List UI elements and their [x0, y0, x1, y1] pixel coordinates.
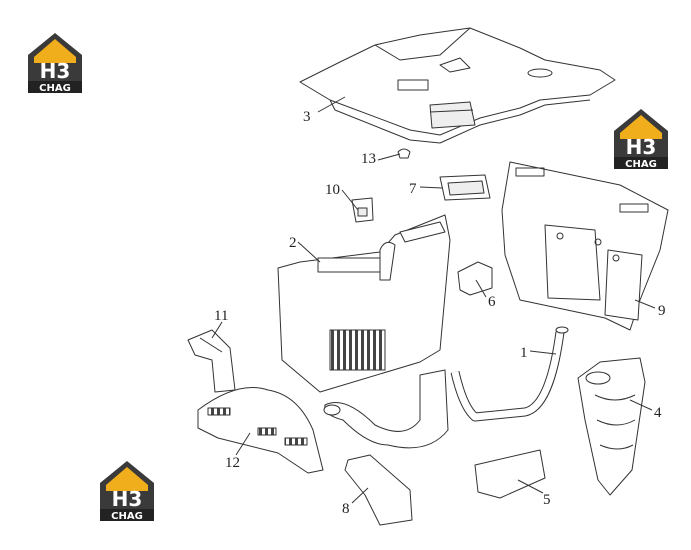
- callout-10: 10: [325, 182, 340, 198]
- brand-logo-right: H3 CHAG: [614, 109, 668, 170]
- callout-3: 3: [303, 109, 311, 125]
- part-13-clip: [397, 148, 411, 159]
- callout-7: 7: [409, 181, 417, 197]
- part-duct-assembly: [323, 369, 449, 449]
- callout-11: 11: [214, 308, 228, 324]
- callout-1: 1: [520, 345, 528, 361]
- logo-mark: H3: [40, 59, 71, 83]
- logo-name: CHAG: [625, 159, 657, 170]
- part-2-center-panel: [277, 214, 451, 393]
- part-5-plate: [474, 449, 546, 499]
- callout-12: 12: [225, 455, 240, 471]
- part-12-air-duct: [197, 387, 324, 474]
- logo-mark: H3: [112, 487, 143, 511]
- leader-lines: [211, 96, 656, 504]
- part-4-housing: [577, 357, 646, 496]
- logo-name: CHAG: [111, 511, 143, 522]
- logo-name: CHAG: [39, 83, 71, 94]
- callout-9: 9: [658, 303, 666, 319]
- callout-2: 2: [289, 235, 297, 251]
- brand-logo-top-left: H3 CHAG: [28, 33, 82, 94]
- callout-5: 5: [543, 492, 551, 508]
- part-10-bracket: [351, 197, 374, 223]
- part-8-bracket: [344, 454, 413, 526]
- part-1-pipe: [450, 326, 569, 422]
- callout-labels: 1 2 3 4 5 6 7 8 9 10 11 12 13: [214, 109, 666, 517]
- callout-13: 13: [361, 151, 376, 167]
- callout-6: 6: [488, 294, 496, 310]
- part-6-bracket: [457, 261, 493, 296]
- part-3-floor-panel: [299, 27, 616, 144]
- part-7-duct: [439, 174, 491, 201]
- logo-mark: H3: [626, 135, 657, 159]
- callout-4: 4: [654, 405, 662, 421]
- part-11-duct: [187, 329, 236, 393]
- part-9-rear-panel: [501, 161, 669, 331]
- brand-logo-bottom-left: H3 CHAG: [100, 461, 154, 522]
- callout-8: 8: [342, 501, 350, 517]
